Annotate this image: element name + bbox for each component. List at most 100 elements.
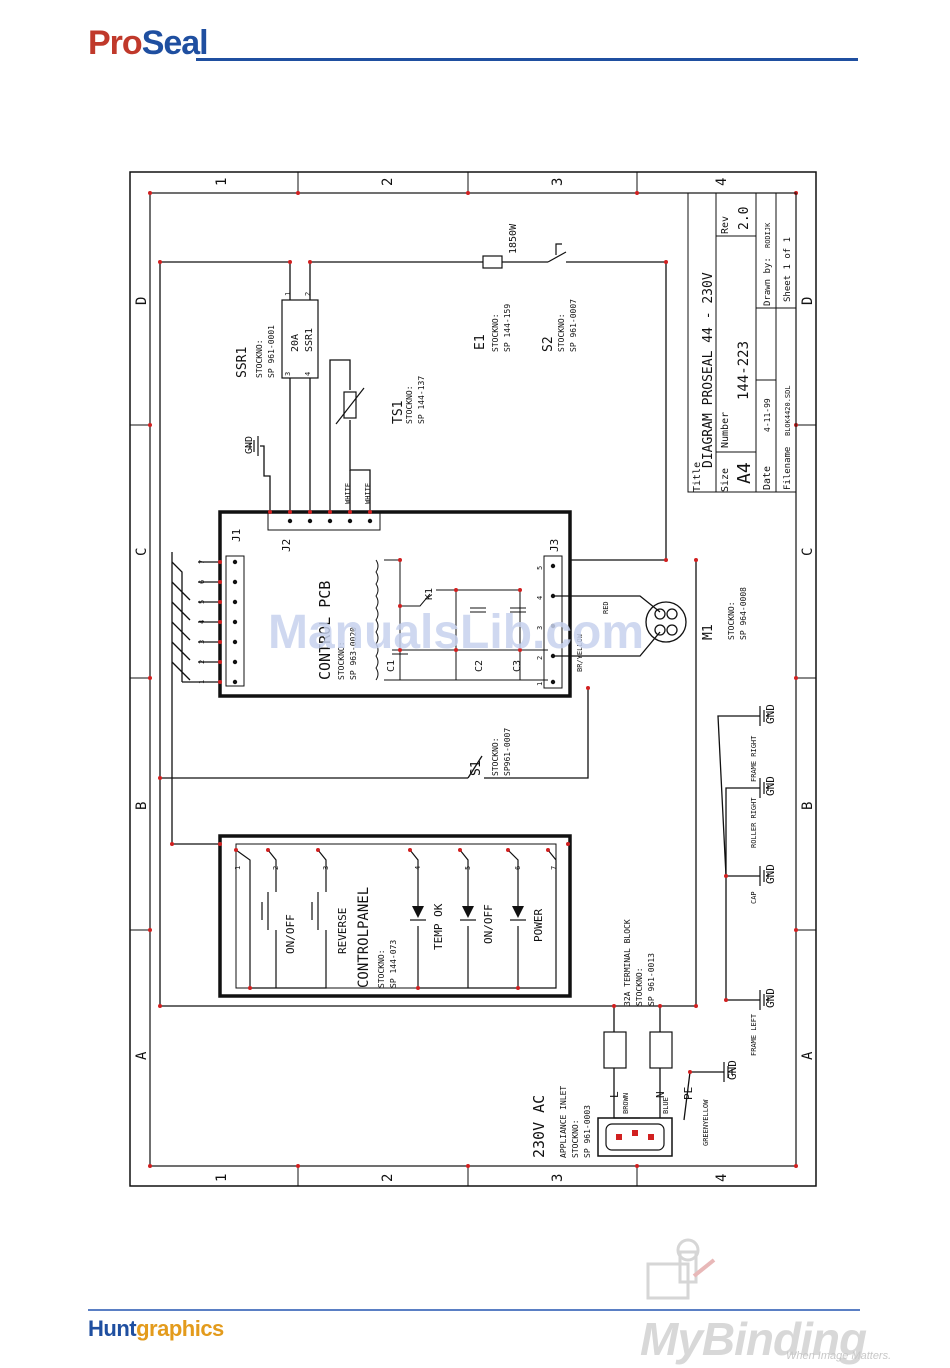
- date-label: Date: [762, 466, 773, 490]
- terminal-name: 32A TERMINAL BLOCK: [623, 919, 632, 1006]
- rev-label: Rev: [720, 216, 731, 234]
- c2-label: C2: [474, 660, 485, 672]
- panel-pin-5: 5: [464, 866, 472, 870]
- s2-stock: SP 961-0007: [569, 299, 578, 352]
- e1-stock-label: STOCKNO:: [491, 313, 500, 352]
- col-label-4-top: 4: [714, 178, 730, 186]
- header-rule: [196, 58, 858, 61]
- terminal-block-l: [603, 1031, 627, 1069]
- j3-pin-3: 3: [536, 626, 544, 630]
- row-label-c-left: C: [134, 548, 150, 556]
- led-temp-ok: [412, 906, 424, 918]
- gnd-label-top: GND: [244, 436, 255, 454]
- pcb-name: CONTROL PCB: [316, 581, 334, 680]
- inlet-pe: PE: [682, 1087, 695, 1100]
- panel-name: CONTROLPANEL: [356, 887, 372, 988]
- c3-label: C3: [512, 660, 523, 672]
- drawn-by-value: RODIJK: [764, 222, 772, 248]
- frame-dots: [148, 191, 798, 1168]
- frame-outer: [129, 171, 817, 1187]
- appliance-inlet-inner: [605, 1123, 665, 1151]
- number-value: 144-223: [736, 341, 752, 400]
- row-label-d-left: D: [134, 297, 150, 305]
- panel-pin-7: 7: [550, 866, 558, 870]
- s1-switch: [467, 755, 483, 779]
- inlet-sub: APPLIANCE INLET: [559, 1086, 568, 1158]
- size-value: A4: [734, 462, 755, 484]
- panel-stock-label: STOCKNO:: [377, 949, 386, 988]
- j1-pin-5: 5: [198, 600, 206, 604]
- gnd-roller-right: GND: [764, 776, 777, 796]
- inlet-name: 230V AC: [530, 1095, 548, 1158]
- control-panel-box: [218, 834, 572, 998]
- ssr1-pin-3: 3: [284, 372, 292, 376]
- j2-label: J2: [280, 539, 293, 552]
- m1-bryellow-wire: BR/YELLOW: [576, 633, 584, 672]
- e1-stock: SP 144-159: [503, 304, 512, 352]
- row-label-c-right: C: [800, 548, 816, 556]
- panel-pin-2: 2: [272, 866, 280, 870]
- j3-pin-5: 5: [536, 566, 544, 570]
- gnd-pe: GND: [726, 1060, 739, 1080]
- j3-pins: [550, 563, 556, 685]
- mybinding-tagline: When Image Matters.: [786, 1350, 892, 1362]
- logo-pro: Pro: [88, 24, 143, 62]
- mybinding-brand: MyBinding: [640, 1313, 867, 1365]
- j1-connector: [225, 555, 245, 687]
- gnd-frame-left: GND: [764, 988, 777, 1008]
- panel-led-onoff: ON/OFF: [482, 904, 495, 944]
- j2-pins: [287, 518, 373, 524]
- ssr1-pin-2: 2: [304, 292, 312, 296]
- row-label-b-right: B: [800, 802, 816, 810]
- ssr1-box: [281, 299, 319, 379]
- terminal-stock: SP 961-0013: [647, 953, 656, 1006]
- inlet-stock-label: STOCKNO:: [571, 1119, 580, 1158]
- label-frame-left: FRAME LEFT: [750, 1013, 758, 1056]
- label-frame-right: FRAME RIGHT: [750, 735, 758, 782]
- white-wire-a: WHITE: [344, 483, 352, 504]
- panel-pin-6: 6: [514, 866, 522, 870]
- s2-switch: [547, 243, 567, 263]
- drawn-by-label: Drawn by:: [763, 257, 773, 306]
- ssr1-pin-1: 1: [284, 292, 292, 296]
- j3-pin-2: 2: [536, 656, 544, 660]
- footer-rule: [88, 1309, 860, 1311]
- panel-pin-3: 3: [322, 866, 330, 870]
- row-label-d-right: D: [800, 297, 816, 305]
- ssr1-box-b: SSR1: [304, 328, 315, 352]
- wires: [159, 261, 760, 1121]
- ssr1-stock-label: STOCKNO:: [255, 339, 264, 378]
- inlet-stock: SP 961-0003: [583, 1105, 592, 1158]
- huntgraphics-logo: Huntgraphics: [88, 1316, 224, 1342]
- j3-connector: [543, 555, 563, 689]
- j1-pin-6: 6: [198, 580, 206, 584]
- j1-pin-1: 1: [198, 680, 206, 684]
- junction-dots: [158, 260, 728, 1074]
- m1-stock: SP 964-0008: [739, 587, 748, 640]
- j3-pin-1: 1: [536, 682, 544, 686]
- gnd-symbol-top: [249, 436, 259, 456]
- inlet-n: N: [654, 1091, 667, 1098]
- s1-stock-label: STOCKNO:: [491, 737, 500, 776]
- label-cap: CAP: [750, 891, 758, 904]
- led-power: [512, 906, 524, 918]
- led-triangles: [412, 906, 524, 918]
- title-label: Title: [692, 462, 703, 492]
- col-label-4-bottom: 4: [714, 1174, 730, 1182]
- col-label-1-top: 1: [214, 178, 230, 186]
- gnd-frame-right: GND: [764, 704, 777, 724]
- gnd-cap: GND: [764, 864, 777, 884]
- filename-label: Filename: [783, 447, 793, 490]
- col-label-3-bottom: 3: [550, 1174, 566, 1182]
- ts1-thermistor: [335, 387, 365, 425]
- j1-pin-2: 2: [198, 660, 206, 664]
- filename-value: BLOK4420.SDL: [784, 385, 792, 436]
- c1-label: C1: [386, 660, 397, 672]
- terminal-stock-label: STOCKNO:: [635, 967, 644, 1006]
- rev-value: 2.0: [737, 207, 752, 230]
- col-label-2-bottom: 2: [380, 1174, 396, 1182]
- e1-heater: [482, 255, 503, 269]
- j1-label: J1: [230, 529, 243, 542]
- s2-name: S2: [541, 336, 556, 352]
- panel-btn-onoff: ON/OFF: [284, 914, 297, 954]
